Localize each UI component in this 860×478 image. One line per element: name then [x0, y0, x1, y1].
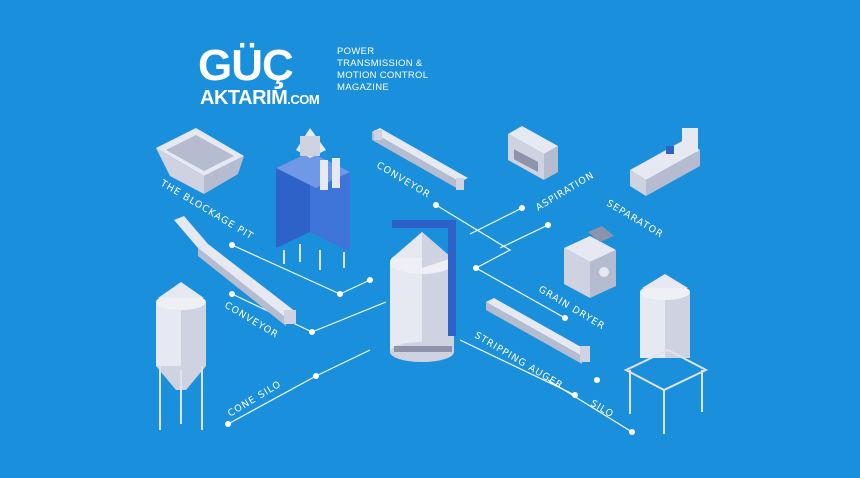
conveyor-left-icon: [174, 216, 296, 326]
line-cone-silo: [227, 349, 371, 425]
line-conveyor-top: [435, 204, 512, 269]
line-aspiration: [469, 207, 523, 235]
separator-icon: [630, 128, 700, 196]
line-silo: [547, 379, 633, 433]
logo-tagline-line: MAGAZINE: [337, 82, 390, 93]
logo-tagline: POWER TRANSMISSION & MOTION CONTROL MAGA…: [337, 46, 428, 94]
logo-tagline-line: TRANSMISSION &: [337, 58, 423, 69]
stripping-auger-icon: [486, 298, 590, 364]
aspiration-icon: [508, 126, 558, 180]
line-grain-dryer: [475, 267, 566, 319]
logo-main: GÜÇ: [198, 41, 294, 90]
logo-sub: AKTARIM.COM: [200, 87, 320, 110]
connector-dots: [225, 202, 635, 435]
blockage-pit-icon: [156, 128, 244, 194]
grain-tower-icon: [276, 128, 350, 270]
grain-dryer-icon: [564, 226, 616, 298]
line-stripping-auger: [459, 339, 576, 396]
conveyor-top-icon: [372, 128, 468, 190]
logo-sub-suffix: .COM: [287, 92, 320, 107]
main-silo-icon: [390, 220, 456, 362]
silo-icon: [623, 274, 709, 434]
logo-sub-main: AKTARIM: [200, 87, 288, 109]
cone-silo-icon: [156, 282, 206, 430]
logo-tagline-line: MOTION CONTROL: [337, 70, 429, 81]
line-separator: [499, 224, 549, 249]
logo-tagline-line: POWER: [337, 46, 375, 57]
